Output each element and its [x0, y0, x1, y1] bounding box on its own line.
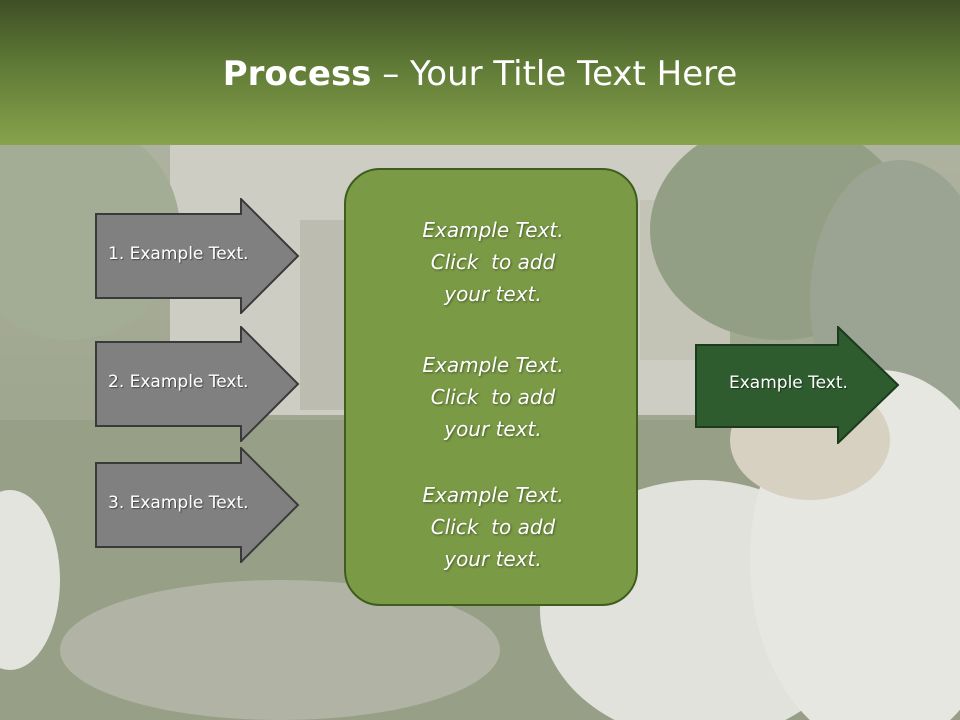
- panel-block-3-line-1: Example Text.: [422, 483, 564, 507]
- panel-text-block-3: Example Text. Click to add your text.: [346, 479, 640, 575]
- process-arrow-2-label: 2. Example Text.: [108, 372, 249, 392]
- panel-block-1-line-1: Example Text.: [422, 218, 564, 242]
- panel-block-2-line-1: Example Text.: [422, 353, 564, 377]
- center-text-panel[interactable]: Example Text. Click to add your text. Ex…: [344, 168, 638, 606]
- panel-text-block-1: Example Text. Click to add your text.: [346, 214, 640, 310]
- panel-block-2-line-3: your text.: [444, 417, 542, 441]
- panel-block-1-line-3: your text.: [444, 282, 542, 306]
- title-rest: – Your Title Text Here: [371, 54, 738, 94]
- panel-block-3-line-3: your text.: [444, 547, 542, 571]
- result-arrow-label: Example Text.: [729, 373, 848, 393]
- process-arrow-3-label: 3. Example Text.: [108, 493, 249, 513]
- title-bar: [0, 0, 960, 145]
- slide-title[interactable]: Process – Your Title Text Here: [0, 52, 960, 96]
- process-arrow-1[interactable]: 1. Example Text.: [95, 198, 301, 314]
- panel-text-block-2: Example Text. Click to add your text.: [346, 349, 640, 445]
- process-arrow-2[interactable]: 2. Example Text.: [95, 326, 301, 442]
- process-arrow-1-label: 1. Example Text.: [108, 244, 249, 264]
- process-arrow-3[interactable]: 3. Example Text.: [95, 447, 301, 563]
- result-arrow[interactable]: Example Text.: [695, 326, 901, 444]
- title-bold: Process: [222, 54, 372, 94]
- panel-block-2-line-2: Click to add: [430, 385, 556, 409]
- panel-block-3-line-2: Click to add: [430, 515, 556, 539]
- panel-block-1-line-2: Click to add: [430, 250, 556, 274]
